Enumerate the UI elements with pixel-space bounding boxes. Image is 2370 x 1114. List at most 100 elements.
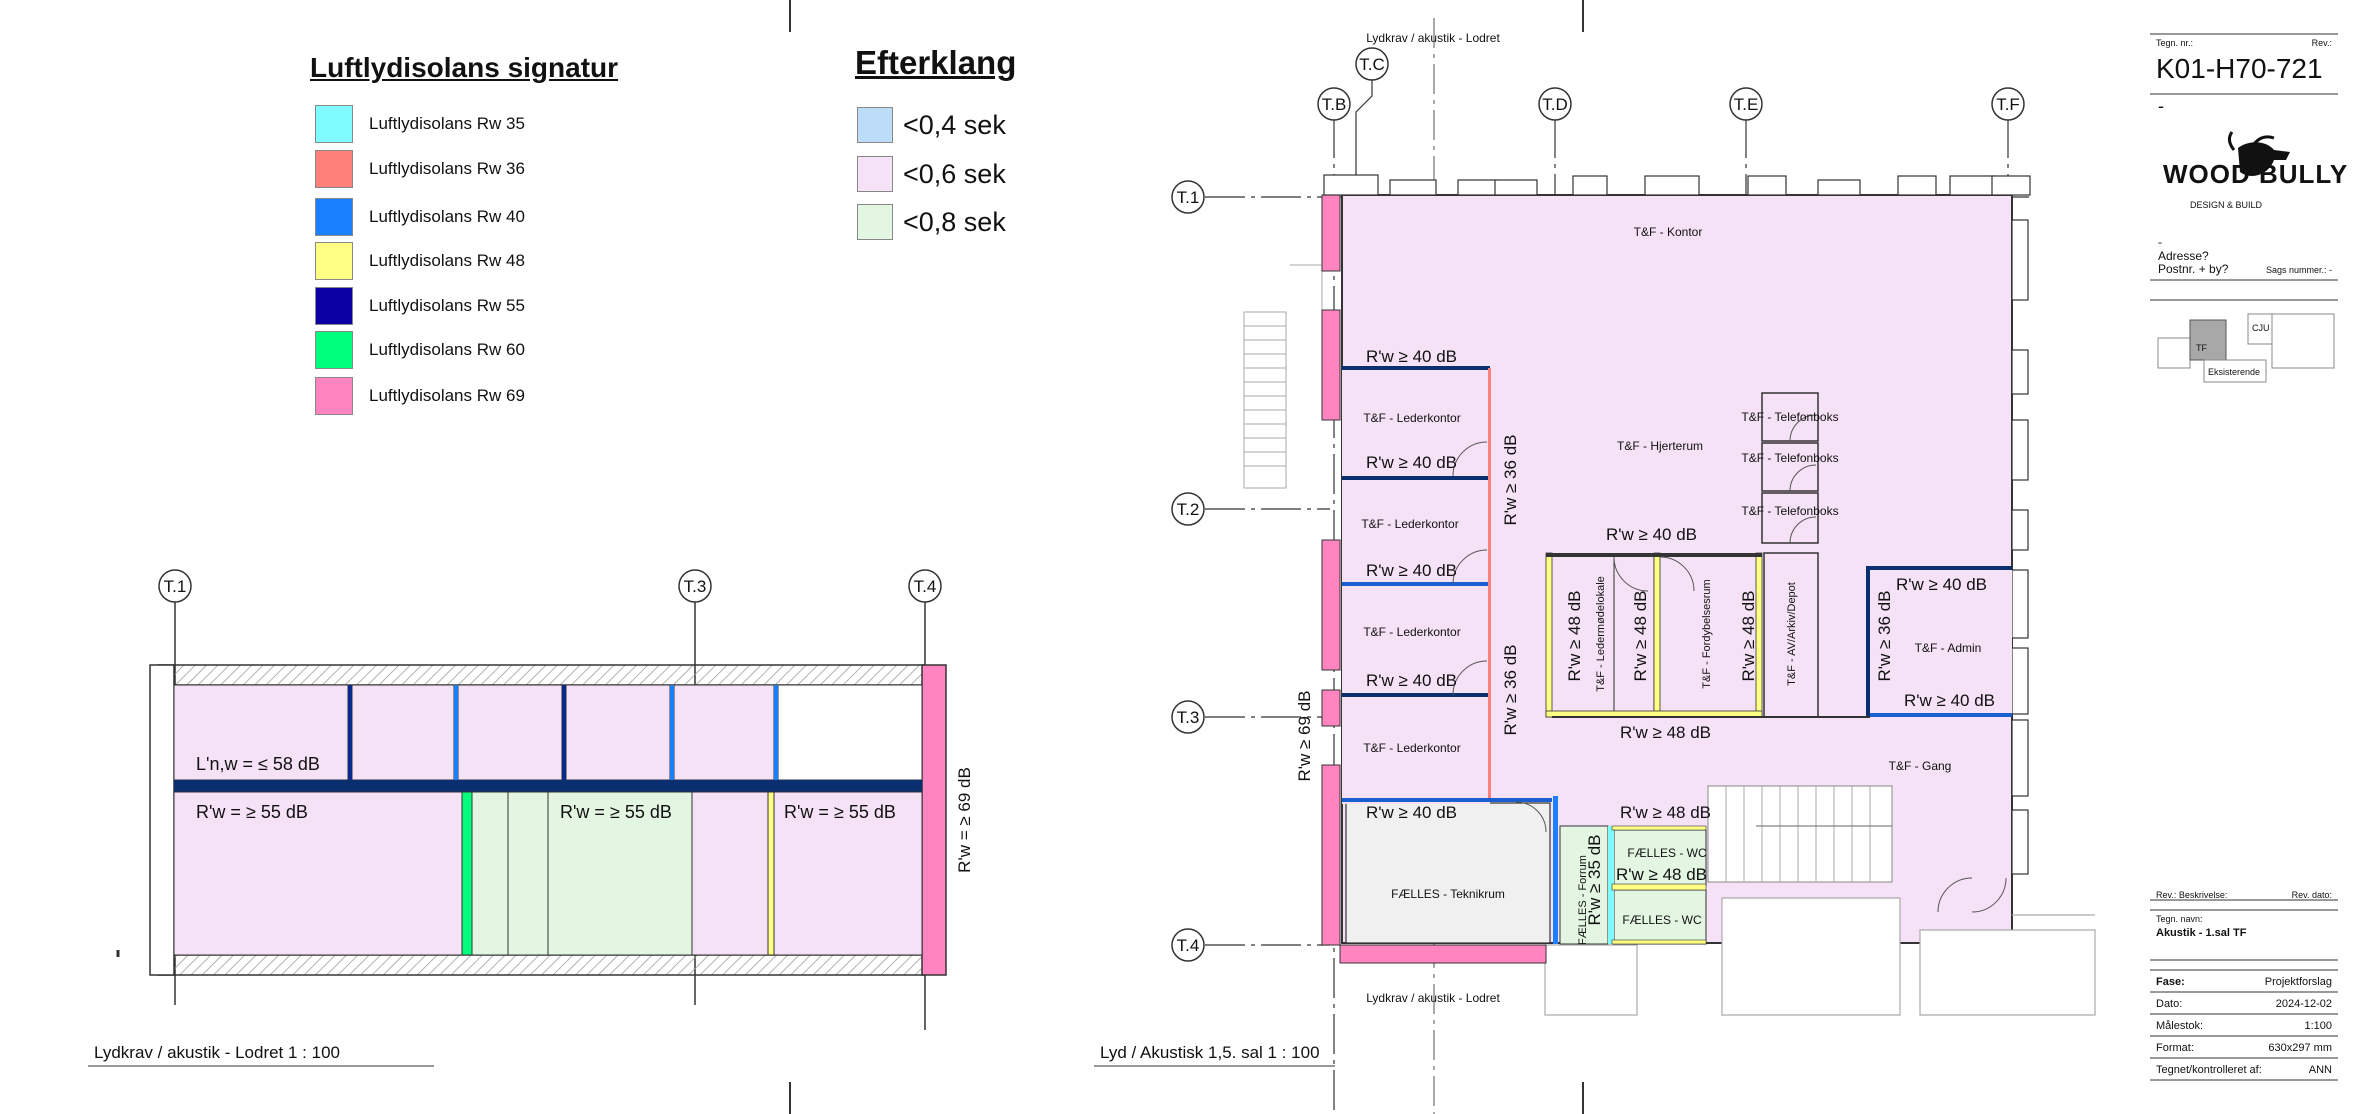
- plan-view-title: Lyd / Akustisk 1,5. sal 1 : 100: [1100, 1043, 1320, 1062]
- plan-rw48-label-b: R'w ≥ 48 dB: [1620, 803, 1711, 822]
- plan-rw48-label-a: R'w ≥ 48 dB: [1620, 723, 1711, 742]
- tb-address-dash: -: [2158, 235, 2162, 249]
- tb-fase-label: Fase:: [2156, 976, 2185, 988]
- tb-rev-label: Rev.:: [2312, 38, 2332, 48]
- tb-tegnet: ANN: [2309, 1064, 2332, 1076]
- section-marker-bottom: Lydkrav / akustik - Lodret: [1366, 991, 1500, 1005]
- plan-grid-t1: T.1: [1177, 188, 1200, 207]
- section-view-title: Lydkrav / akustik - Lodret 1 : 100: [94, 1043, 340, 1062]
- section-grid-bubble-t3: [678, 569, 712, 603]
- section-facade-label: R'w = ≥ 69 dB: [955, 767, 974, 873]
- plan-rw40-label-d: R'w ≥ 40 dB: [1366, 671, 1457, 690]
- tb-tegn-nr-label: Tegn. nr.:: [2156, 38, 2193, 48]
- reverb-legend-item: <0,8 sek: [857, 204, 1006, 240]
- tb-drawing-number: K01-H70-721: [2156, 53, 2323, 84]
- tb-format-label: Format:: [2156, 1042, 2194, 1054]
- legend-label: Luftlydisolans Rw 36: [369, 159, 525, 178]
- room-hjerterum: T&F - Hjerterum: [1617, 439, 1703, 453]
- room-gang: T&F - Gang: [1889, 759, 1952, 773]
- plan-rw36-label-c: R'w ≥ 36 dB: [1875, 590, 1894, 681]
- rw-legend-item: Luftlydisolans Rw 36: [315, 150, 525, 188]
- plan-grid-bubble-t2: [1171, 492, 1205, 526]
- plan-rw40-label-b: R'w ≥ 40 dB: [1366, 453, 1457, 472]
- plan-rw35-label: R'w ≥ 35 dB: [1585, 834, 1604, 925]
- tb-logo-sub: DESIGN & BUILD: [2190, 200, 2263, 210]
- rw-legend-title: Luftlydisolans signatur: [310, 52, 619, 83]
- room-ledermoedelokale: T&F - Ledermødelokale: [1595, 576, 1607, 692]
- key-plan-eksisterende: Eksisterende: [2208, 367, 2260, 377]
- tb-address: Adresse?: [2158, 249, 2209, 263]
- tb-fase: Projektforslag: [2265, 976, 2332, 988]
- rw-legend-item: Luftlydisolans Rw 55: [315, 287, 525, 325]
- rw-legend-item: Luftlydisolans Rw 35: [315, 105, 525, 143]
- rw-legend-item: Luftlydisolans Rw 69: [315, 377, 525, 415]
- tb-dash: -: [2158, 96, 2164, 116]
- section-marker-top: Lydkrav / akustik - Lodret: [1366, 31, 1500, 45]
- room-depot: T&F - AV/Arkiv/Depot: [1786, 582, 1798, 686]
- plan-grid-bubble-t1: [1171, 180, 1205, 214]
- section-grid-t3: T.3: [684, 577, 707, 596]
- plan-grid-tc: T.C: [1359, 55, 1385, 74]
- plan-rw48-label-c: R'w ≥ 48 dB: [1616, 865, 1707, 884]
- plan-view: Lydkrav / akustik - Lodret Lydkrav / aku…: [1094, 18, 2096, 1114]
- plan-rw40-label-f: R'w ≥ 40 dB: [1606, 525, 1697, 544]
- plan-rw48-label-f: R'w ≥ 48 dB: [1739, 590, 1758, 681]
- legend-label: <0,8 sek: [903, 206, 1006, 237]
- legend-swatch: [315, 331, 353, 369]
- room-fordybelsesrum: T&F - Fordybelsesrum: [1701, 579, 1713, 688]
- plan-rw40-label-e: R'w ≥ 40 dB: [1366, 803, 1457, 822]
- legend-swatch: [315, 242, 353, 280]
- legend-label: Luftlydisolans Rw 40: [369, 207, 525, 226]
- legend-swatch: [315, 105, 353, 143]
- plan-grid-bubble-t3: [1171, 700, 1205, 734]
- legend-swatch: [315, 377, 353, 415]
- key-plan-tf: TF: [2196, 343, 2207, 353]
- plan-rw40-label-c: R'w ≥ 40 dB: [1366, 561, 1457, 580]
- room-wc-2: FÆLLES - WC: [1622, 913, 1702, 927]
- reverb-legend-title: Efterklang: [855, 44, 1017, 81]
- plan-rw40-label-h: R'w ≥ 40 dB: [1904, 691, 1995, 710]
- plan-rw48-label-e: R'w ≥ 48 dB: [1631, 590, 1650, 681]
- plan-grid-t3: T.3: [1177, 708, 1200, 727]
- room-kontor: T&F - Kontor: [1634, 225, 1703, 239]
- tb-dato: 2024-12-02: [2276, 998, 2332, 1010]
- tb-tegn-navn-label: Tegn. navn:: [2156, 914, 2203, 924]
- tb-maalestok: 1:100: [2304, 1020, 2332, 1032]
- key-plan: TF CJU Eksisterende: [2157, 313, 2335, 383]
- room-lederkontor-4: T&F - Lederkontor: [1363, 741, 1460, 755]
- room-telefonboks-3: T&F - Telefonboks: [1741, 504, 1838, 518]
- section-view: T.1 T.3 T.4 L'n,w = ≤ 58 dB R: [88, 569, 974, 1067]
- plan-grid-t2: T.2: [1177, 500, 1200, 519]
- plan-grid-bubble-te: [1729, 87, 1763, 121]
- section-grid-bubble-t4: [908, 569, 942, 603]
- reverb-legend-item: <0,4 sek: [857, 107, 1006, 143]
- legend-label: Luftlydisolans Rw 69: [369, 386, 525, 405]
- plan-rw40-label-g: R'w ≥ 40 dB: [1896, 575, 1987, 594]
- legend-label: Luftlydisolans Rw 35: [369, 114, 525, 133]
- legend-swatch: [315, 198, 353, 236]
- room-lederkontor-2: T&F - Lederkontor: [1361, 517, 1458, 531]
- plan-rw36-label-b: R'w ≥ 36 dB: [1501, 644, 1520, 735]
- tb-maalestok-label: Målestok:: [2156, 1020, 2203, 1032]
- room-teknikrum: FÆLLES - Teknikrum: [1391, 887, 1505, 901]
- plan-grid-bubble-tf: [1991, 87, 2025, 121]
- legend-swatch: [857, 156, 893, 192]
- bull-icon: [2227, 131, 2290, 176]
- tb-tegn-navn: Akustik - 1.sal TF: [2156, 927, 2247, 939]
- plan-rw48-label-d: R'w ≥ 48 dB: [1565, 590, 1584, 681]
- section-grid-t4: T.4: [914, 577, 937, 596]
- tb-rev-beskrivelse: Rev.: Beskrivelse:: [2156, 890, 2227, 900]
- room-lederkontor-3: T&F - Lederkontor: [1363, 625, 1460, 639]
- rw-legend-item: Luftlydisolans Rw 60: [315, 331, 525, 369]
- tb-dato-label: Dato:: [2156, 998, 2182, 1010]
- plan-grid-bubble-t4: [1171, 928, 1205, 962]
- tb-tegnet-label: Tegnet/kontrolleret af:: [2156, 1064, 2262, 1076]
- plan-grid-bubble-tb: [1317, 87, 1351, 121]
- legend-swatch: [857, 107, 893, 143]
- legend-label: <0,6 sek: [903, 158, 1006, 189]
- plan-grid-tb: T.B: [1322, 95, 1347, 114]
- room-forrum: FÆLLES - Forrum: [1577, 855, 1589, 945]
- section-grid-bubble-t1: [158, 569, 192, 603]
- tb-rev-dato: Rev. dato:: [2292, 890, 2332, 900]
